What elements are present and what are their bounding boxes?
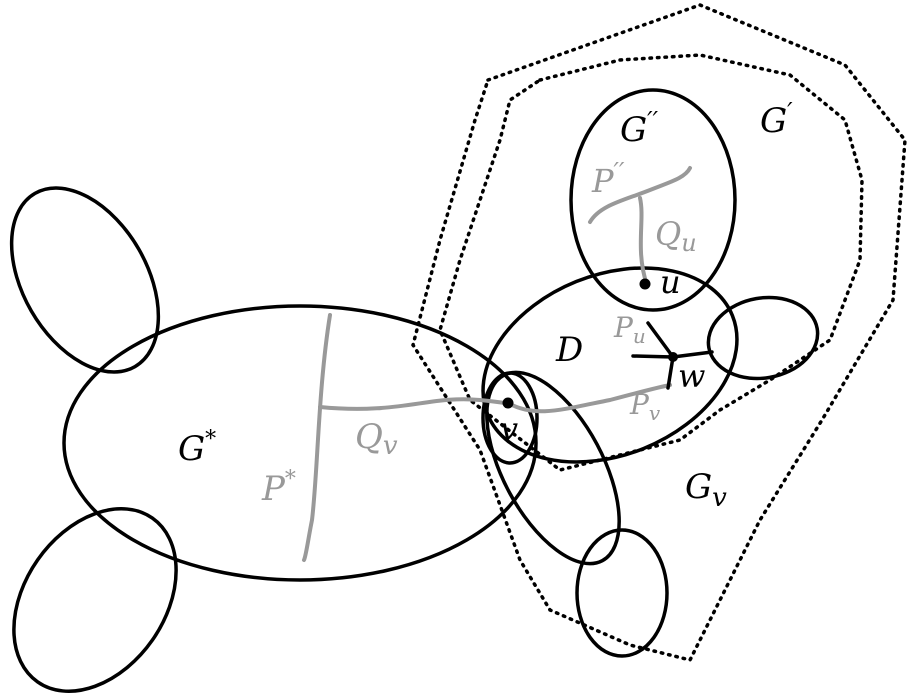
ellipse-lower-elongated: [485, 370, 621, 566]
ellipse-bottom-left-leaf: [12, 507, 178, 693]
label-g-v: Gv: [685, 467, 727, 513]
w-connector-down: [666, 355, 675, 390]
ellipse-bottom-right-small: [575, 528, 669, 658]
path-p-dprime: [588, 166, 692, 224]
vertex-w: [668, 352, 678, 362]
label-vertex-v: v: [500, 410, 518, 448]
region-g-v-boundary: [411, 3, 907, 663]
path-q-u: [638, 196, 649, 287]
path-p-u: [646, 321, 675, 359]
ellipse-top-left-leaf: [9, 186, 161, 374]
region-g-prime-boundary: [438, 53, 864, 472]
w-connector-left: [631, 354, 675, 359]
w-connector-right: [671, 350, 714, 359]
vertex-v: [502, 397, 514, 409]
label-q-u: Qu: [655, 215, 697, 257]
vertex-u: [639, 278, 651, 290]
label-g-star: G*: [178, 427, 216, 469]
label-g-prime: G′: [760, 98, 793, 141]
label-p-v: Pv: [629, 388, 661, 425]
label-p-u: Pu: [613, 311, 646, 348]
label-g-dprime: G′′: [620, 107, 659, 150]
ellipse-g-star: [62, 304, 538, 582]
label-p-star: P*: [261, 467, 296, 509]
ellipse-right-small: [706, 295, 820, 381]
path-p-star: [302, 313, 332, 562]
label-p-dprime: P′′: [591, 158, 625, 200]
label-d: D: [555, 330, 583, 370]
label-vertex-w: w: [678, 357, 705, 395]
path-q-v: [318, 397, 510, 411]
label-vertex-u: u: [660, 263, 681, 301]
ellipse-g-dprime: [569, 88, 737, 312]
label-q-v: Qv: [355, 417, 398, 461]
path-p-v: [506, 383, 672, 414]
